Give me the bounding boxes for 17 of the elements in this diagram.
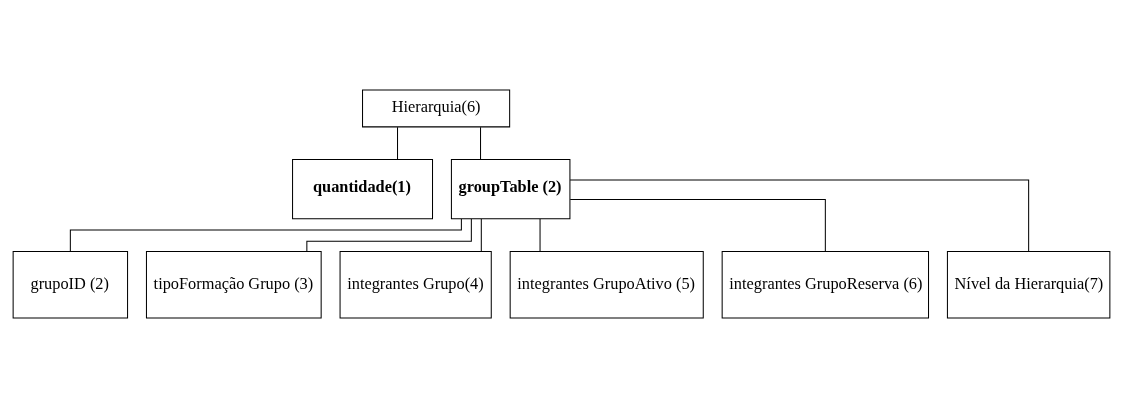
connector [569, 198, 826, 252]
node-box: tipoFormação Grupo (3) [145, 250, 322, 318]
node-box: Nível da Hierarquia(7) [946, 250, 1111, 318]
connector [306, 217, 472, 252]
node-box: grupoID (2) [12, 250, 129, 318]
node-box: groupTable (2) [450, 158, 571, 219]
node-box: quantidade(1) [292, 158, 434, 219]
connector [69, 217, 462, 252]
node-box: integrantes Grupo(4) [339, 250, 492, 318]
connector [480, 217, 482, 252]
connector [569, 179, 1030, 252]
node-box: integrantes GrupoReserva (6) [721, 250, 930, 318]
connector [539, 217, 541, 252]
node-box: integrantes GrupoAtivo (5) [509, 250, 704, 318]
connector [480, 126, 482, 160]
connector [397, 126, 399, 160]
node-box: Hierarquia(6) [362, 89, 511, 127]
